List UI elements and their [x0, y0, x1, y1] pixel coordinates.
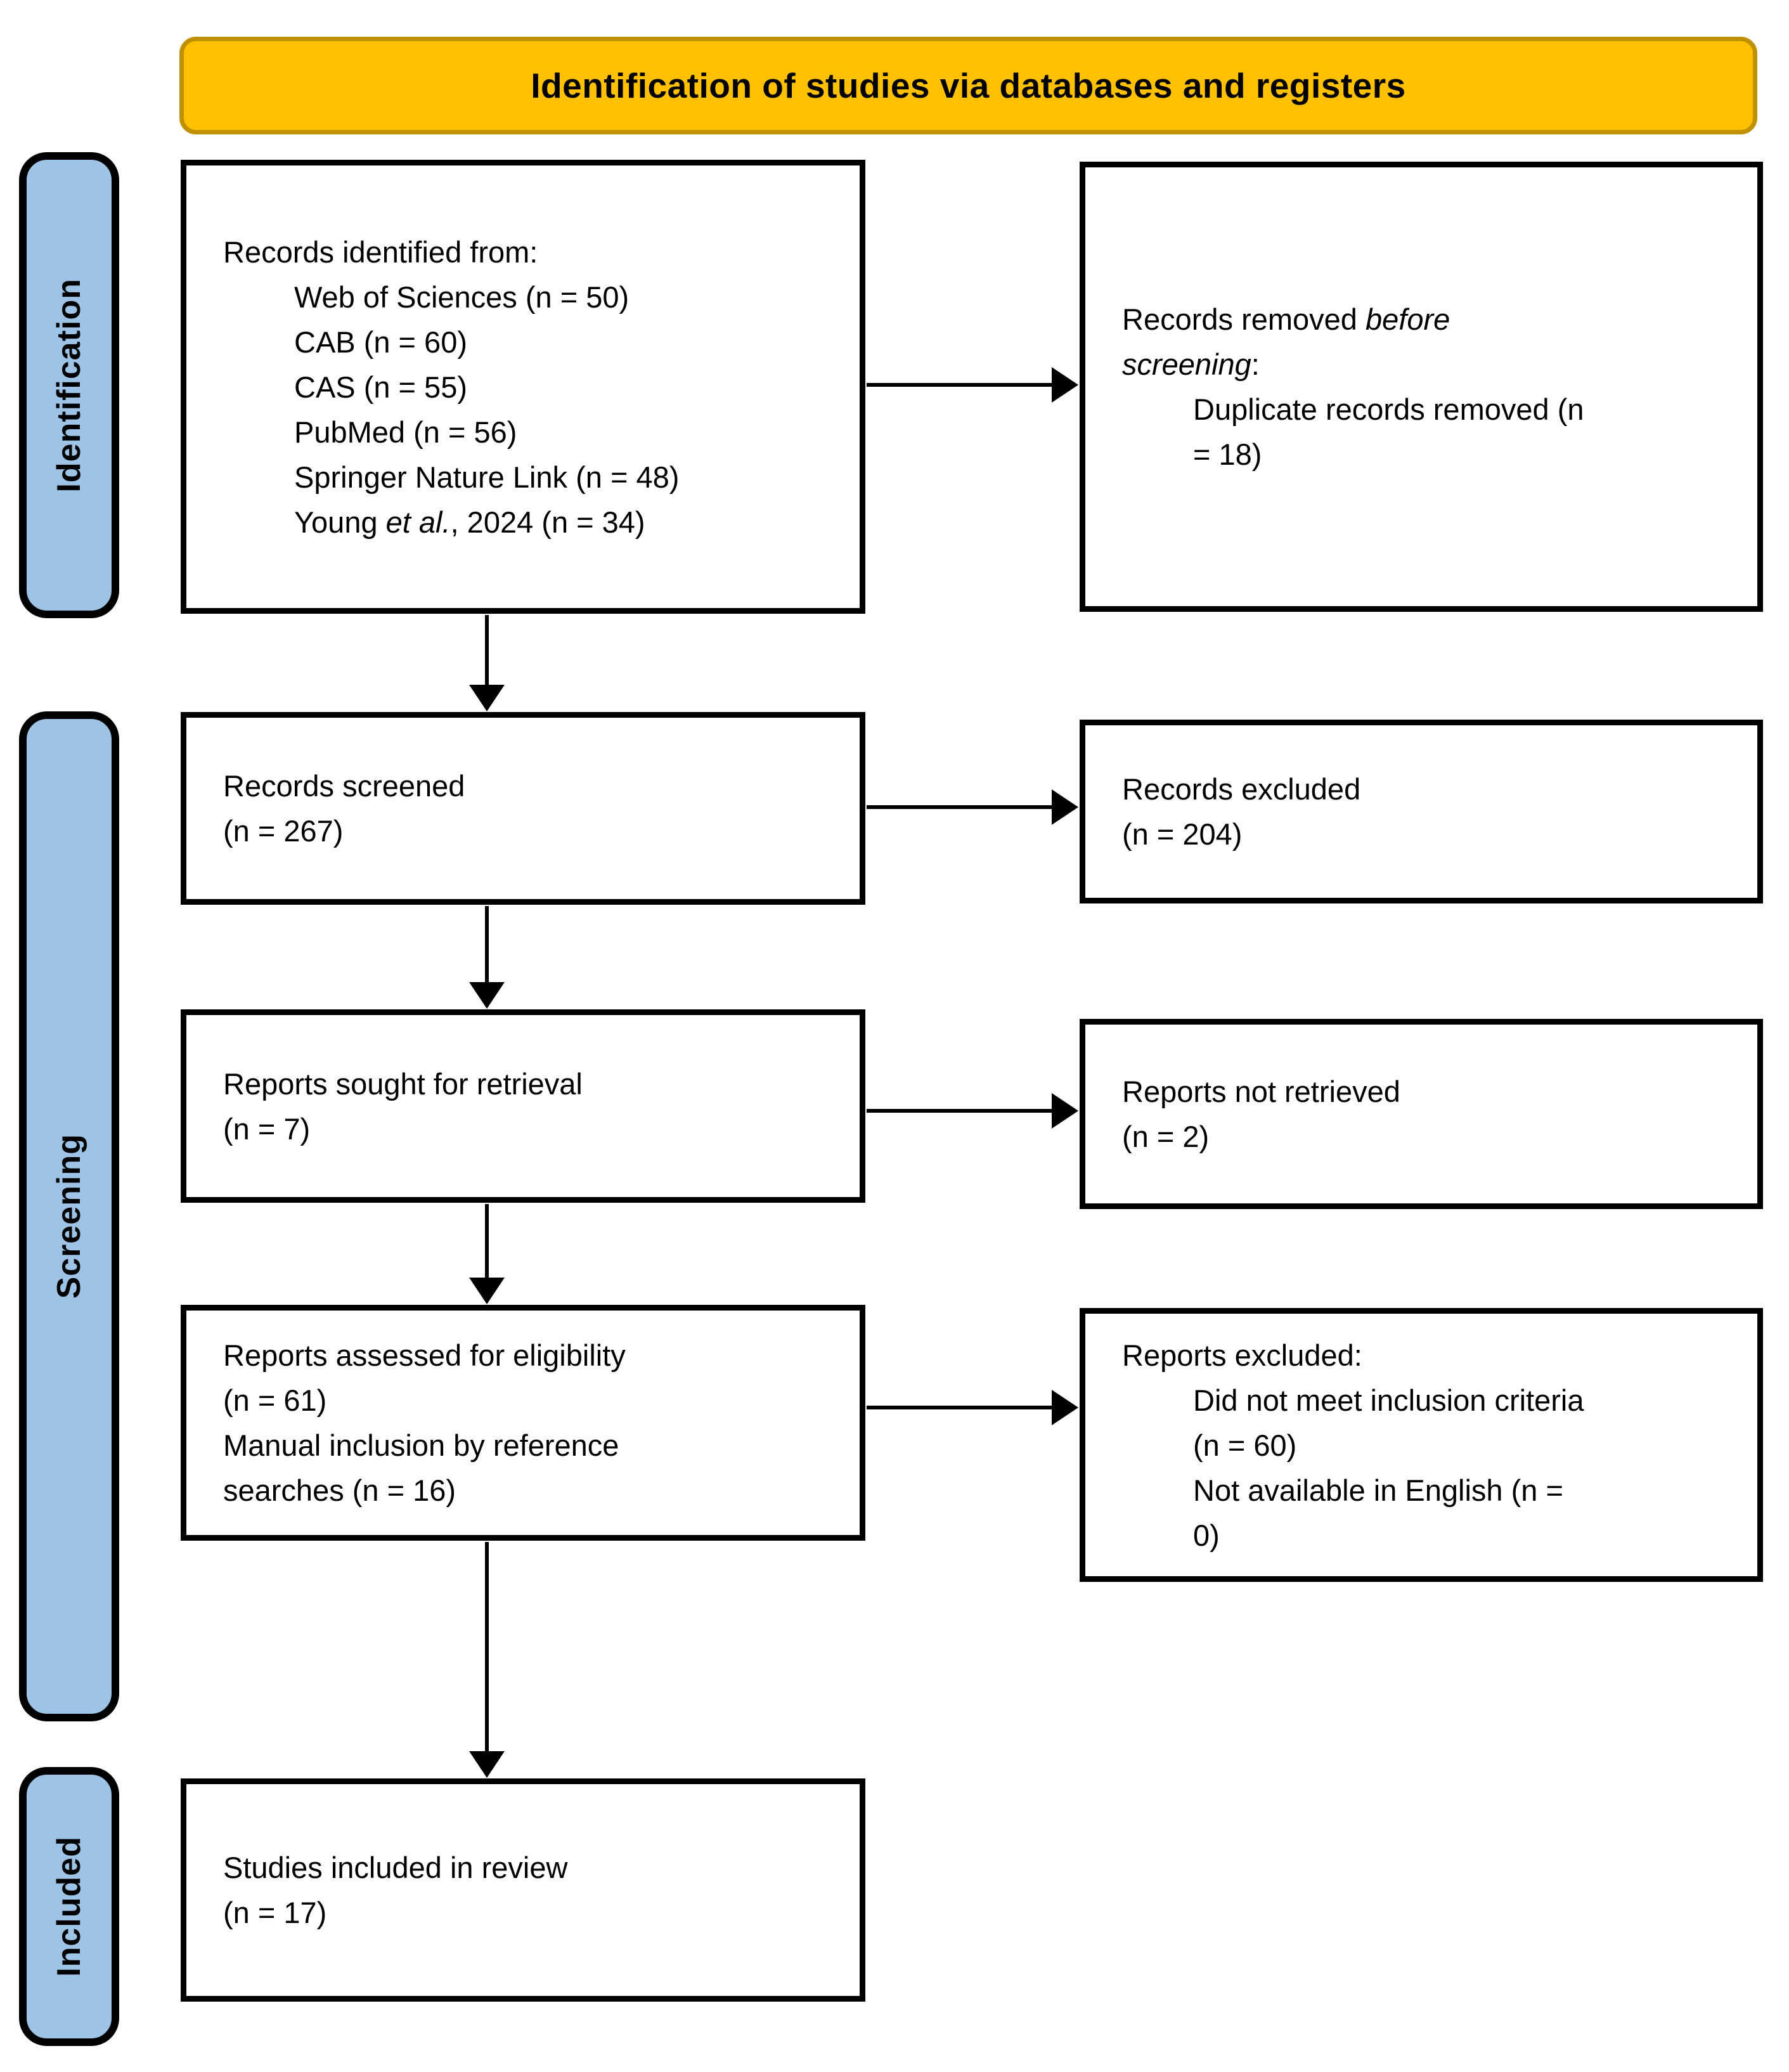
records-removed-line2: screening:: [1122, 342, 1738, 387]
records-excluded-line1: Records excluded: [1122, 772, 1361, 806]
reports-assessed-line1: Reports assessed for eligibility: [223, 1338, 626, 1372]
source-young: Young et al., 2024 (n = 34): [223, 500, 841, 545]
reports-assessed-line3: Manual inclusion by reference: [223, 1428, 619, 1462]
sidebar-label-identification: Identification: [19, 152, 119, 618]
box-records-excluded: Records excluded (n = 204): [1080, 720, 1763, 903]
studies-included-line1: Studies included in review: [223, 1851, 568, 1884]
arrow-identified-to-screened: [469, 615, 505, 711]
arrow-shaft: [867, 383, 1054, 387]
arrow-assessed-to-reports-excluded: [867, 1390, 1078, 1425]
reports-excluded-title: Reports excluded:: [1122, 1338, 1362, 1372]
box-reports-assessed-text: Reports assessed for eligibility (n = 61…: [186, 1311, 860, 1535]
studies-included-line2: (n = 17): [223, 1896, 327, 1929]
reports-not-retrieved-line1: Reports not retrieved: [1122, 1075, 1400, 1108]
arrow-right-icon: [1052, 367, 1078, 403]
box-reports-sought: Reports sought for retrieval (n = 7): [181, 1009, 865, 1203]
arrow-right-icon: [1052, 789, 1078, 825]
arrow-shaft: [867, 805, 1054, 809]
source-young-pre: Young: [294, 505, 386, 539]
box-reports-not-retrieved: Reports not retrieved (n = 2): [1080, 1019, 1763, 1209]
sidebar-label-identification-text: Identification: [51, 278, 87, 493]
box-records-screened-text: Records screened (n = 267): [186, 718, 860, 899]
arrow-shaft: [485, 1542, 489, 1754]
box-records-identified: Records identified from: Web of Sciences…: [181, 160, 865, 614]
source-pubmed: PubMed (n = 56): [294, 415, 517, 449]
arrow-down-icon: [469, 685, 505, 711]
box-reports-excluded: Reports excluded: Did not meet inclusion…: [1080, 1308, 1763, 1582]
duplicates-removed-line1: Duplicate records removed (n: [1193, 392, 1584, 426]
arrow-down-icon: [469, 982, 505, 1009]
box-records-excluded-text: Records excluded (n = 204): [1085, 725, 1757, 898]
arrow-shaft: [867, 1109, 1054, 1113]
records-removed-line1-pre: Records removed: [1122, 302, 1366, 336]
box-records-removed-before-screening: Records removed before screening: Duplic…: [1080, 162, 1763, 612]
records-identified-title: Records identified from:: [223, 235, 538, 269]
source-web-of-sciences: Web of Sciences (n = 50): [294, 280, 630, 314]
reports-sought-line2: (n = 7): [223, 1111, 311, 1146]
reports-excluded-item1-line2: (n = 60): [1193, 1428, 1297, 1462]
arrow-identified-to-removed: [867, 367, 1078, 403]
sidebar-label-screening: Screening: [19, 711, 119, 1721]
arrow-down-icon: [469, 1751, 505, 1778]
arrow-sought-to-assessed: [469, 1204, 505, 1304]
arrow-shaft: [867, 1406, 1054, 1409]
box-studies-included-text: Studies included in review (n = 17): [186, 1784, 860, 1996]
arrow-screened-to-excluded: [867, 789, 1078, 825]
reports-assessed-line2: (n = 61): [223, 1383, 327, 1417]
arrow-shaft: [485, 906, 489, 985]
arrow-right-icon: [1052, 1390, 1078, 1425]
box-reports-excluded-text: Reports excluded: Did not meet inclusion…: [1085, 1314, 1757, 1576]
records-removed-line1: Records removed before: [1122, 297, 1738, 342]
box-records-screened: Records screened (n = 267): [181, 712, 865, 905]
records-excluded-line2: (n = 204): [1122, 817, 1243, 851]
banner: Identification of studies via databases …: [179, 37, 1757, 134]
arrow-right-icon: [1052, 1093, 1078, 1129]
sidebar-label-included-text: Included: [51, 1836, 87, 1977]
reports-excluded-item2-line2: 0): [1193, 1518, 1220, 1552]
source-young-etal: et al.: [385, 505, 451, 539]
records-removed-line2-italic: screening: [1122, 347, 1251, 381]
box-reports-assessed: Reports assessed for eligibility (n = 61…: [181, 1305, 865, 1541]
source-cab: CAB (n = 60): [294, 325, 467, 359]
reports-assessed-line4: searches (n = 16): [223, 1473, 456, 1507]
banner-title: Identification of studies via databases …: [531, 66, 1406, 105]
source-young-post: , 2024 (n = 34): [450, 505, 645, 539]
box-studies-included: Studies included in review (n = 17): [181, 1778, 865, 2002]
records-screened-line1: Records screened: [223, 769, 465, 803]
box-reports-not-retrieved-text: Reports not retrieved (n = 2): [1085, 1025, 1757, 1203]
reports-excluded-item2-line1: Not available in English (n =: [1193, 1473, 1563, 1507]
box-reports-sought-text: Reports sought for retrieval (n = 7): [186, 1015, 860, 1197]
duplicates-removed-line2: = 18): [1193, 437, 1262, 471]
source-springer: Springer Nature Link (n = 48): [294, 460, 680, 494]
records-removed-line2-post: :: [1251, 347, 1260, 381]
arrow-screened-to-sought: [469, 906, 505, 1009]
arrow-down-icon: [469, 1278, 505, 1304]
records-screened-line2: (n = 267): [223, 814, 344, 848]
arrow-sought-to-not-retrieved: [867, 1093, 1078, 1129]
sidebar-label-included: Included: [19, 1767, 119, 2046]
box-records-identified-text: Records identified from: Web of Sciences…: [186, 165, 860, 608]
box-records-removed-text: Records removed before screening: Duplic…: [1085, 167, 1757, 606]
records-removed-line1-italic: before: [1366, 302, 1450, 336]
reports-not-retrieved-line2: (n = 2): [1122, 1120, 1210, 1153]
arrow-shaft: [485, 1204, 489, 1280]
arrow-shaft: [485, 615, 489, 687]
source-cas: CAS (n = 55): [294, 370, 467, 404]
sidebar-label-screening-text: Screening: [51, 1134, 87, 1299]
reports-excluded-item1-line1: Did not meet inclusion criteria: [1193, 1383, 1584, 1417]
arrow-assessed-to-included: [469, 1542, 505, 1778]
reports-sought-line1: Reports sought for retrieval: [223, 1066, 583, 1101]
